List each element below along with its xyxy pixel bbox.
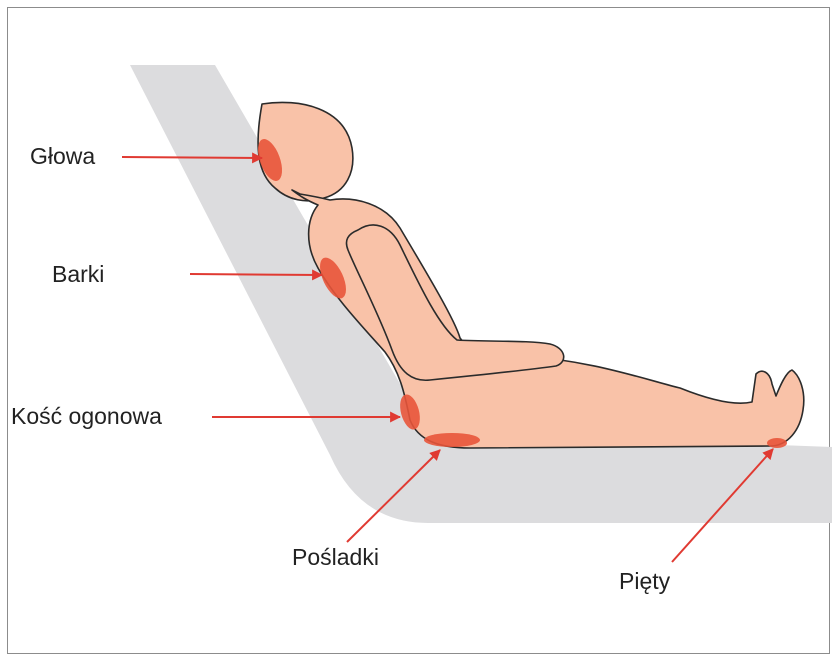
- reclined-surface: [130, 65, 832, 523]
- label-barki: Barki: [52, 263, 104, 286]
- label-posladki: Pośladki: [292, 546, 379, 569]
- label-glowa: Głowa: [30, 145, 95, 168]
- label-piety: Pięty: [619, 570, 670, 593]
- label-kosc-ogonowa: Kość ogonowa: [11, 405, 162, 428]
- pressure-point-buttocks: [424, 433, 480, 447]
- arrow-glowa: [122, 157, 262, 158]
- pressure-point-heels: [767, 438, 787, 448]
- arrow-barki: [190, 274, 322, 275]
